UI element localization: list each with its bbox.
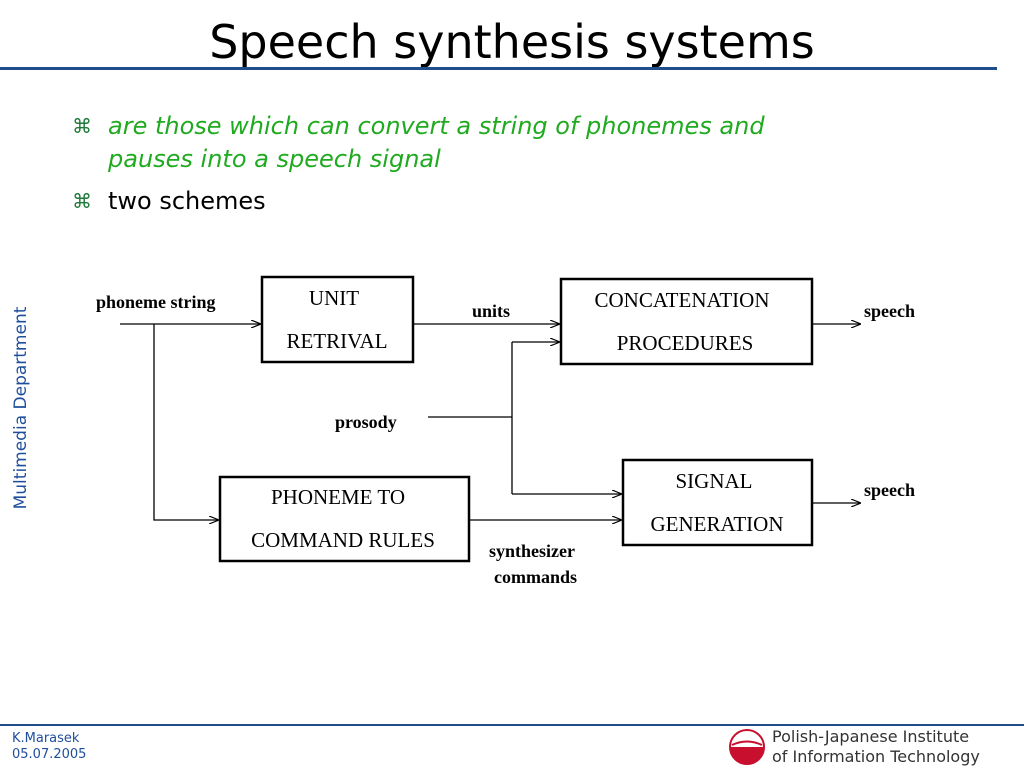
phoneme-rules-box xyxy=(218,475,471,563)
signal-generation-label-1: SIGNAL xyxy=(676,469,753,493)
footer-author-block: K.Marasek 05.07.2005 xyxy=(12,731,86,763)
unit-retrival-label-1: UNIT xyxy=(309,286,359,310)
unit-retrival-box xyxy=(260,275,415,364)
bullet-definition-line-1: are those which can convert a string of … xyxy=(108,112,765,140)
phoneme-branch-arrow xyxy=(153,324,218,520)
footer-date: 05.07.2005 xyxy=(12,747,87,762)
signal-generation-box xyxy=(621,458,814,547)
institute-name-line-1: Polish-Japanese Institute xyxy=(772,727,970,746)
speech-bottom-label: speech xyxy=(864,480,915,500)
title-divider xyxy=(0,67,997,70)
phoneme-string-label: phoneme string xyxy=(96,292,216,312)
concatenation-label-1: CONCATENATION xyxy=(595,288,770,312)
footer-author: K.Marasek xyxy=(12,731,80,746)
concatenation-label-2: PROCEDURES xyxy=(617,331,754,355)
slide-title: Speech synthesis systems xyxy=(209,15,815,69)
bullet-definition-line-2: pauses into a speech signal xyxy=(108,145,441,173)
command-key-bullet-icon: ⌘ xyxy=(72,114,92,138)
signal-generation-label-2: GENERATION xyxy=(651,512,784,536)
phoneme-rules-label-2: COMMAND RULES xyxy=(251,528,435,552)
phoneme-rules-label-1: PHONEME TO xyxy=(271,485,405,509)
units-label: units xyxy=(472,301,510,321)
bullet-schemes-text: two schemes xyxy=(108,187,266,215)
speech-top-label: speech xyxy=(864,301,915,321)
synthesizer-label-1: synthesizer xyxy=(489,541,575,561)
synthesizer-label-2: commands xyxy=(494,567,577,587)
command-key-bullet-icon: ⌘ xyxy=(72,189,92,213)
institute-name-line-2: of Information Technology xyxy=(772,747,980,766)
concatenation-box xyxy=(559,277,814,366)
unit-retrival-label-2: RETRIVAL xyxy=(286,329,387,353)
prosody-label: prosody xyxy=(335,412,397,432)
footer-divider xyxy=(0,724,1024,726)
institute-name: Polish-Japanese Institute of Information… xyxy=(772,727,980,767)
institute-logo-icon xyxy=(729,729,765,765)
